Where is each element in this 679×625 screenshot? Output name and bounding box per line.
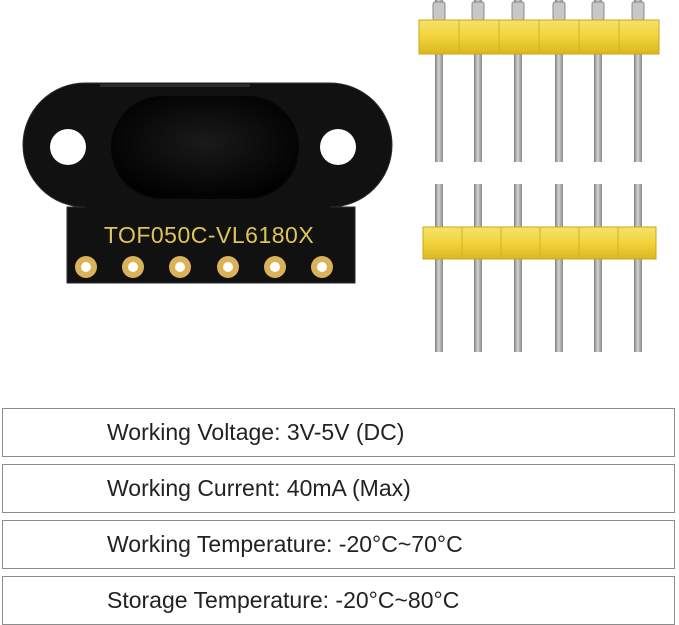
right-angle-pin-header [418, 0, 660, 162]
spec-row-storage-temperature: Storage Temperature: -20°C~80°C [2, 576, 675, 625]
bent-header-plastic [418, 19, 660, 55]
product-illustration: TOF050C-VL6180X [22, 0, 660, 352]
board-edge-highlight [100, 84, 250, 87]
spec-row-working-voltage: Working Voltage: 3V-5V (DC) [2, 408, 675, 457]
pad [264, 256, 286, 278]
pad [311, 256, 333, 278]
spec-row-working-current: Working Current: 40mA (Max) [2, 464, 675, 513]
pad [169, 256, 191, 278]
spec-text: Working Voltage: 3V-5V (DC) [107, 419, 405, 445]
spec-text: Working Temperature: -20°C~70°C [107, 531, 463, 557]
mounting-hole-right [320, 129, 356, 165]
bent-header-pin-tips [432, 1, 645, 21]
board-silkscreen-label: TOF050C-VL6180X [104, 222, 314, 248]
mounting-hole-left [50, 129, 86, 165]
spec-text: Storage Temperature: -20°C~80°C [107, 587, 460, 613]
sensor-board: TOF050C-VL6180X [22, 82, 393, 284]
board-pads [75, 256, 333, 278]
pad [217, 256, 239, 278]
bent-header-pins [435, 0, 642, 162]
straight-header-pins [435, 184, 642, 352]
straight-header-plastic [422, 226, 657, 260]
spec-row-working-temperature: Working Temperature: -20°C~70°C [2, 520, 675, 569]
straight-pin-header [422, 184, 657, 352]
pad [122, 256, 144, 278]
pad [75, 256, 97, 278]
spec-text: Working Current: 40mA (Max) [107, 475, 411, 501]
sensor-window [111, 96, 299, 199]
